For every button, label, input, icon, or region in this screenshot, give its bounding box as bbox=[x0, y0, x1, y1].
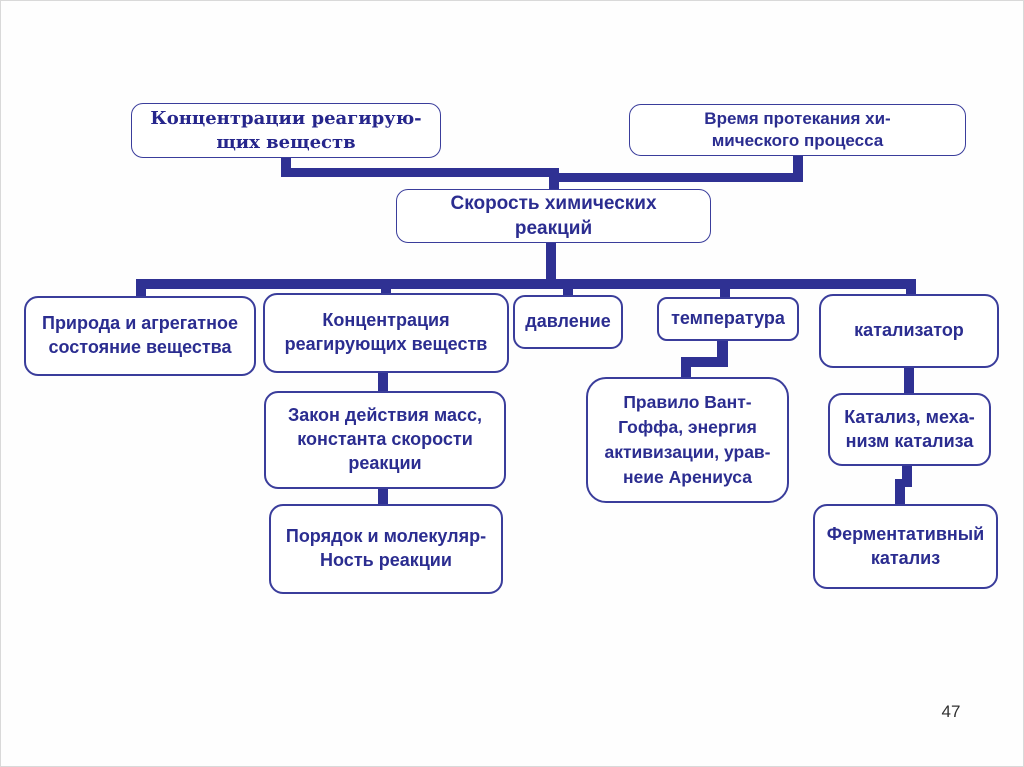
connector-temp-elbow-horiz bbox=[681, 357, 728, 367]
connector-drop-to-rate bbox=[549, 168, 559, 191]
page-number: 47 bbox=[941, 702, 961, 721]
connector-top-trunk-left bbox=[281, 168, 559, 177]
node-concentrations-top: Концентрации реагирую- щих веществ bbox=[131, 103, 441, 158]
connector-catalysis-jog-b bbox=[895, 479, 905, 506]
node-mass-action-law: Закон действия масс, константа скорости … bbox=[264, 391, 506, 489]
connector-stub-catalyst bbox=[906, 279, 916, 296]
connector-topright-stub bbox=[793, 154, 803, 178]
connector-temp-elbow-vert2 bbox=[681, 357, 691, 379]
connector-main-trunk bbox=[139, 279, 914, 289]
node-pressure: давление bbox=[513, 295, 623, 349]
node-catalysis-mechanism: Катализ, меха- низм катализа bbox=[828, 393, 991, 466]
connector-rate-down bbox=[546, 241, 556, 283]
connector-stub-nature bbox=[136, 279, 146, 298]
connector-stub-concentration bbox=[381, 279, 391, 296]
connector-conc-to-law bbox=[378, 371, 388, 393]
connector-catalysis-jog-a bbox=[902, 464, 912, 487]
connector-topleft-stub bbox=[281, 157, 291, 175]
connector-catalyst-down bbox=[904, 365, 914, 395]
node-catalyst: катализатор bbox=[819, 294, 999, 368]
node-nature-state: Природа и агрегатное состояние вещества bbox=[24, 296, 256, 376]
node-process-time: Время протекания хи- мического процесса bbox=[629, 104, 966, 156]
connector-temp-elbow-vert1 bbox=[717, 339, 728, 367]
node-order-molecularity: Порядок и молекуляр- Ность реакции bbox=[269, 504, 503, 594]
node-reaction-rate: Скорость химических реакций bbox=[396, 189, 711, 243]
connector-top-trunk-right bbox=[549, 173, 803, 182]
node-concentration-reagents: Концентрация реагирующих веществ bbox=[263, 293, 509, 373]
connector-stub-pressure bbox=[563, 279, 573, 297]
connector-law-to-order bbox=[378, 487, 388, 506]
node-vant-hoff-rule: Правило Вант- Гоффа, энергия активизации… bbox=[586, 377, 789, 503]
node-enzymatic-catalysis: Ферментативный катализ bbox=[813, 504, 998, 589]
connector-stub-temperature bbox=[720, 279, 730, 299]
node-temperature: температура bbox=[657, 297, 799, 341]
